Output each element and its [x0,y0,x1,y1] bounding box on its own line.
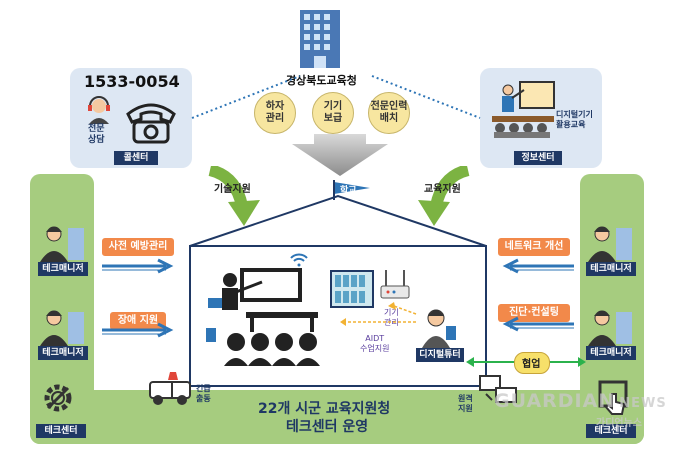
tech-support-arrow-icon [208,166,260,226]
left-manager-label-1: 테크매니저 [38,262,88,276]
device-mgmt-label: 기기 관리 [384,308,399,327]
touch-screen-icon [596,380,632,416]
prevention-tag: 사전 예방관리 [102,238,174,256]
aidt-label: AIDT 수업지원 [360,334,390,353]
call-center-phone: 1533-0054 [84,72,180,91]
tech-support-label: 기술지원 [214,184,251,195]
left-manager-icon-2 [38,306,88,346]
fault-tag: 장애 지원 [110,312,166,330]
bottom-line-2: 테크센터 운영 [286,419,369,435]
info-center-label: 정보센터 [514,151,562,165]
left-tech-center-label: 테크센터 [36,424,86,438]
tablet-cart-icon [330,270,374,310]
classroom-training-icon [488,78,558,140]
training-label: 디지털기기 활용교육 [556,110,593,129]
left-manager-icon-1 [38,222,88,262]
right-manager-icon-1 [586,222,636,262]
right-tech-center-label: 테크센터 [586,424,636,438]
tutor-flow-arrows [340,302,417,326]
telephone-icon [122,96,180,146]
emergency-label: 긴급 출동 [196,384,211,403]
left-manager-label-2: 테크매니저 [38,346,88,360]
left-right-arrows [102,258,174,338]
edu-support-arrow-icon [418,166,470,226]
consult-label: 전문 상담 [88,124,105,145]
office-item-defect: 하자 관리 [254,92,296,134]
edu-support-label: 교육지원 [424,184,461,195]
digital-tutor-icon [418,306,458,348]
school-flag-label: 학교 [340,186,357,196]
bottom-line-1: 22개 시군 교육지원청 [258,401,391,417]
bottom-green-panel [30,390,644,444]
right-manager-icon-2 [586,306,636,346]
office-item-staff: 전문인력 배치 [368,92,410,134]
gear-wrench-icon [40,380,76,416]
office-building-icon [290,6,350,68]
remote-support-label: 원격 지원 [458,394,473,413]
headset-person-icon [84,94,114,124]
right-left-arrows [502,258,574,332]
ambulance-icon [146,370,194,406]
watermark-korean: 가디언뉴스 [596,418,642,429]
right-manager-label-2: 테크매니저 [586,346,636,360]
digital-tutor-label: 디지털튜터 [416,348,464,362]
down-arrow-icon [292,134,388,176]
office-title: 경상북도교육청 [286,74,357,87]
call-center-label: 콜센터 [114,151,158,165]
office-item-supply: 기기 보급 [312,92,354,134]
remote-support-icon [478,374,518,408]
router-icon [380,268,410,300]
network-tag: 네트워크 개선 [498,238,570,256]
right-manager-label-1: 테크매니저 [586,262,636,276]
cooperation-badge [514,352,550,374]
wifi-icon [290,252,308,267]
cooperation-label: 협업 [522,359,541,370]
teacher-classroom-icon [206,266,336,370]
